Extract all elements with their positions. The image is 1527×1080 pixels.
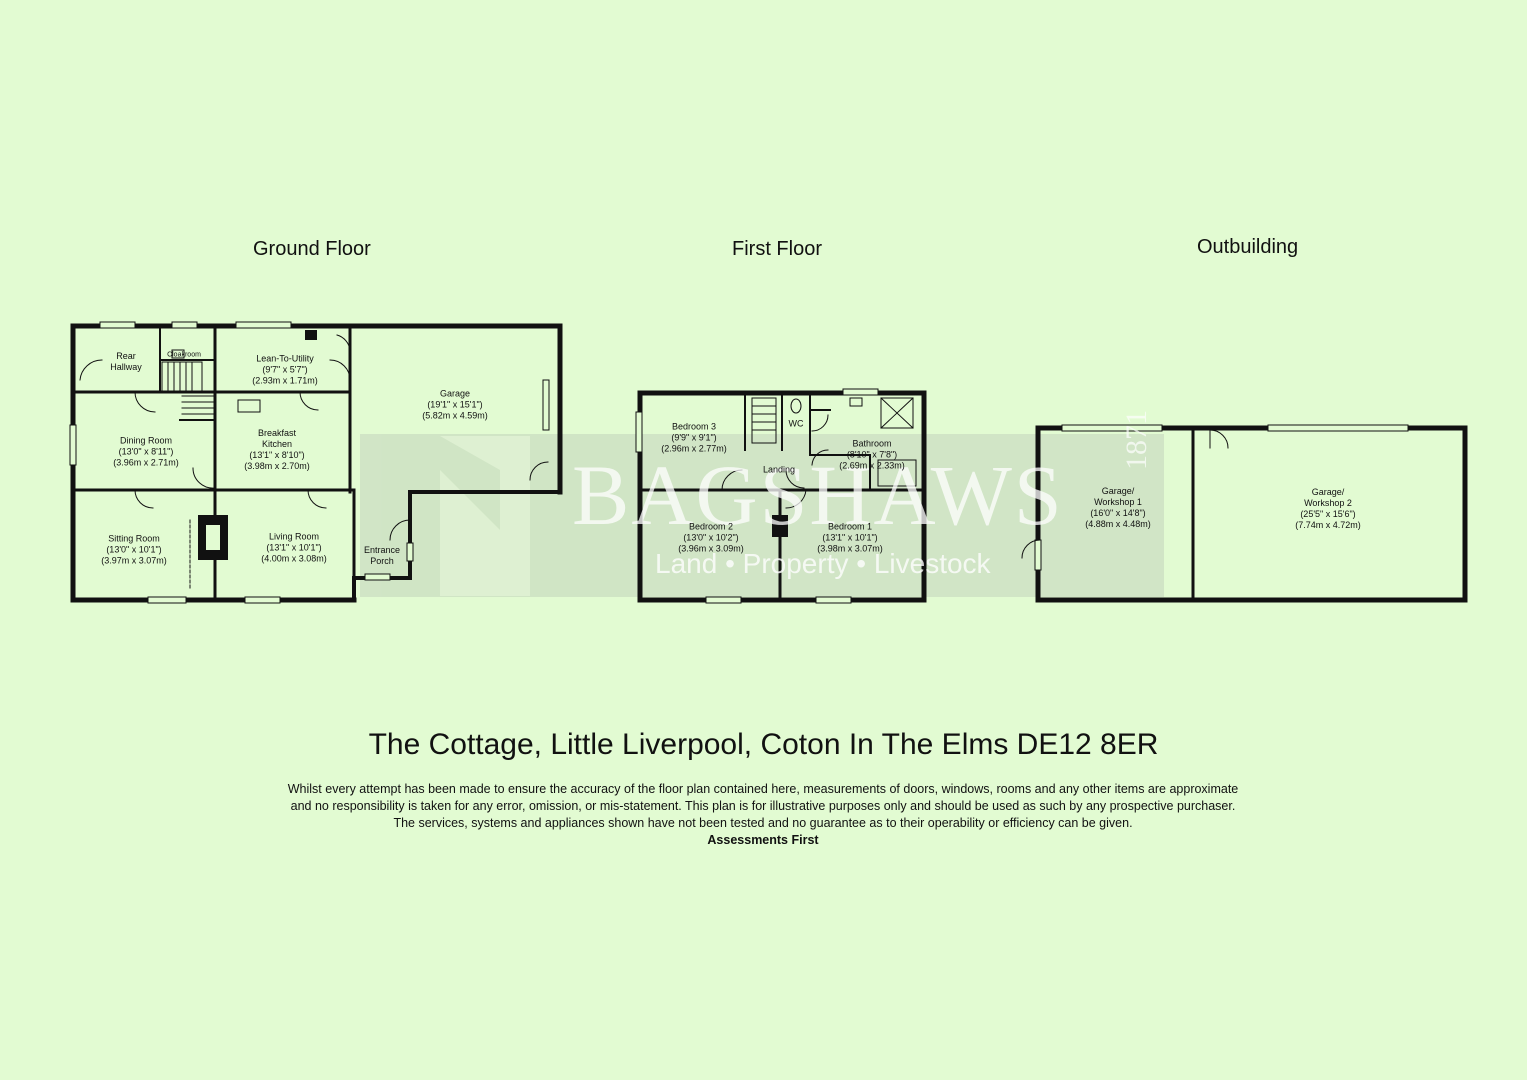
room-living: Living Room (13'1" x 10'1") (4.00m x 3.0…: [261, 532, 327, 565]
room-size-metric: (4.00m x 3.08m): [261, 553, 327, 564]
room-lean-to-utility: Lean-To-Utility (9'7" x 5'7") (2.93m x 1…: [252, 354, 318, 387]
room-name: Bathroom: [852, 438, 892, 449]
outbuilding-walls: [1021, 424, 1468, 603]
room-size-metric: (3.97m x 3.07m): [101, 555, 167, 566]
property-address: The Cottage, Little Liverpool, Coton In …: [368, 728, 1159, 761]
room-bathroom: Bathroom (8'10" x 7'8") (2.69m x 2.33m): [839, 439, 905, 472]
room-size-imperial: (13'1" x 8'10"): [249, 450, 305, 460]
room-breakfast-kitchen: Breakfast Kitchen (13'1" x 8'10") (3.98m…: [244, 428, 310, 472]
disclaimer-line-2: and no responsibility is taken for any e…: [290, 799, 1236, 813]
room-name: Dining Room: [119, 435, 173, 446]
room-name: Bedroom 2: [688, 521, 734, 532]
room-size-metric: (3.96m x 3.09m): [678, 543, 744, 554]
room-sitting: Sitting Room (13'0" x 10'1") (3.97m x 3.…: [101, 534, 167, 567]
room-size-imperial: (9'7" x 5'7"): [262, 364, 308, 375]
room-size-imperial: (13'1" x 10'1"): [266, 542, 322, 553]
room-size-metric: (2.96m x 2.77m): [661, 443, 727, 454]
room-name: Garage/: [1101, 486, 1135, 496]
watermark-year: 1871: [1120, 410, 1153, 470]
outbuilding-title: Outbuilding: [1197, 236, 1299, 258]
room-bedroom-1: Bedroom 1 (13'1" x 10'1") (3.98m x 3.07m…: [817, 522, 883, 555]
room-name: Bedroom 3: [671, 421, 717, 432]
room-cloakroom: Cloakroom: [167, 350, 201, 361]
room-name-2: Hallway: [110, 362, 142, 372]
room-bedroom-2: Bedroom 2 (13'0" x 10'2") (3.96m x 3.09m…: [678, 522, 744, 555]
room-size-metric: (3.98m x 3.07m): [817, 543, 883, 554]
first-floor-title: First Floor: [732, 238, 822, 260]
room-size-imperial: (25'5" x 15'6"): [1300, 509, 1356, 519]
room-size-metric: (2.69m x 2.33m): [839, 460, 905, 471]
room-name: Cloakroom: [167, 351, 201, 359]
room-name: Breakfast: [257, 428, 297, 438]
room-size-imperial: (13'0" x 10'1"): [106, 544, 162, 555]
room-name-2: Workshop 2: [1304, 498, 1352, 508]
room-name: Landing: [762, 464, 796, 475]
room-bedroom-3: Bedroom 3 (9'9" x 9'1") (2.96m x 2.77m): [661, 422, 727, 455]
disclaimer-line-3: The services, systems and appliances sho…: [393, 816, 1133, 830]
room-size-imperial: (19'1" x 15'1"): [427, 399, 483, 410]
room-size-imperial: (16'0" x 14'8"): [1090, 508, 1146, 518]
room-name-2: Workshop 1: [1094, 497, 1142, 507]
room-workshop-1: Garage/ Workshop 1 (16'0" x 14'8") (4.88…: [1085, 486, 1151, 530]
room-size-metric: (4.88m x 4.48m): [1085, 519, 1151, 529]
disclaimer: Whilst every attempt has been made to en…: [0, 781, 1527, 849]
ground-floor-walls: [69, 321, 563, 604]
bagshaws-watermark: [360, 434, 1164, 597]
room-workshop-2: Garage/ Workshop 2 (25'5" x 15'6") (7.74…: [1295, 487, 1361, 531]
room-name: Lean-To-Utility: [256, 353, 314, 364]
room-wc: WC: [789, 419, 804, 430]
first-floor-walls: [635, 388, 927, 604]
room-size-metric: (7.74m x 4.72m): [1295, 520, 1361, 530]
room-size-metric: (5.82m x 4.59m): [422, 410, 488, 421]
room-size-imperial: (8'10" x 7'8"): [846, 449, 898, 460]
room-size-imperial: (13'1" x 10'1"): [822, 532, 878, 543]
room-entrance-porch: Entrance Porch: [364, 545, 400, 567]
room-size-metric: (3.98m x 2.70m): [244, 461, 310, 471]
room-name-2: Kitchen: [261, 439, 293, 449]
room-size-metric: (2.93m x 1.71m): [252, 375, 318, 386]
room-size-metric: (3.96m x 2.71m): [113, 457, 179, 468]
room-name: Garage/: [1311, 487, 1345, 497]
room-size-imperial: (13'0" x 8'11"): [118, 446, 174, 457]
room-landing: Landing: [763, 465, 795, 476]
room-dining: Dining Room (13'0" x 8'11") (3.96m x 2.7…: [113, 436, 179, 469]
room-name: Garage: [439, 388, 471, 399]
disclaimer-line-1: Whilst every attempt has been made to en…: [287, 782, 1239, 796]
watermark-brand: BAGSHAWS: [572, 447, 1064, 543]
room-name-2: Porch: [370, 556, 394, 566]
room-name: Entrance: [363, 545, 401, 555]
disclaimer-credit: Assessments First: [707, 833, 819, 847]
room-name: Bedroom 1: [827, 521, 873, 532]
room-name: WC: [788, 418, 804, 429]
room-name: Rear: [116, 351, 136, 361]
room-size-imperial: (13'0" x 10'2"): [683, 532, 739, 543]
room-name: Sitting Room: [108, 533, 160, 544]
room-name: Living Room: [268, 531, 320, 542]
ground-floor-title: Ground Floor: [253, 238, 371, 260]
room-size-imperial: (9'9" x 9'1"): [671, 432, 717, 443]
room-garage: Garage (19'1" x 15'1") (5.82m x 4.59m): [422, 389, 488, 422]
watermark-tagline: Land • Property • Livestock: [655, 548, 991, 579]
